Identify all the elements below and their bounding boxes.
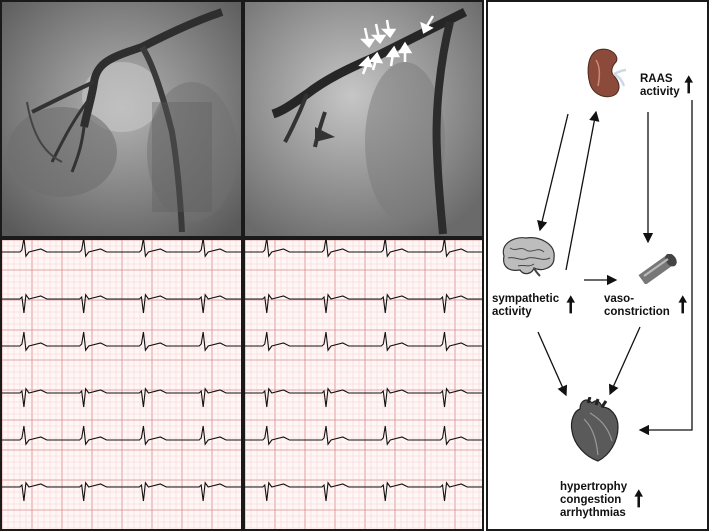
arrow-brain-to-heart [537, 331, 568, 397]
ecg-before-panel [0, 238, 243, 531]
arrow-vessel-to-heart [608, 326, 641, 396]
ecg-after-strip [245, 240, 482, 529]
outcome-label: hypertrophy congestion arrhythmias [560, 481, 628, 519]
ecg-trace-row [2, 481, 241, 502]
ecg-trace-row [2, 425, 241, 446]
angiogram-after-image [245, 2, 482, 236]
arrow-kidney-to-brain [537, 113, 569, 232]
vasoconstriction-increase-arrow-icon: 🠕 [678, 292, 688, 317]
angiogram-before-image [2, 2, 241, 236]
ecg-trace-row [245, 293, 482, 314]
ecg-trace-row [245, 240, 482, 258]
ecg-trace-row [2, 387, 241, 408]
ecg-trace-row [245, 425, 482, 446]
sympathetic-activity-label: sympathetic activity [492, 293, 560, 318]
kidney-icon [587, 48, 627, 98]
ecg-before-strip [2, 240, 241, 529]
ecg-trace-row [245, 387, 482, 408]
diagram-arrows [537, 100, 693, 436]
brain-icon [502, 237, 555, 277]
arrow-raas-to-heart [638, 100, 693, 436]
ecg-trace-row [245, 481, 482, 502]
heart-icon [570, 397, 619, 462]
ecg-trace-row [2, 331, 241, 352]
mechanism-diagram: RAAS activity 🠕 sympathetic activity 🠕 v… [486, 0, 709, 531]
ecg-trace-row [245, 331, 482, 352]
vessel-icon [638, 254, 677, 284]
vasoconstriction-label: vaso- constriction [604, 293, 670, 318]
raas-activity-label: RAAS activity [640, 73, 680, 98]
stent-arrows [358, 15, 435, 75]
outcome-increase-arrow-icon: 🠕 [634, 486, 644, 511]
ecg-trace-row [2, 293, 241, 314]
angiogram-after-panel [243, 0, 484, 238]
arrow-brain-to-kidney [565, 110, 600, 271]
angiogram-before-panel [0, 0, 243, 238]
raas-increase-arrow-icon: 🠕 [684, 72, 694, 97]
ecg-trace-row [2, 240, 241, 258]
sympathetic-increase-arrow-icon: 🠕 [566, 292, 576, 317]
ecg-after-panel [243, 238, 484, 531]
